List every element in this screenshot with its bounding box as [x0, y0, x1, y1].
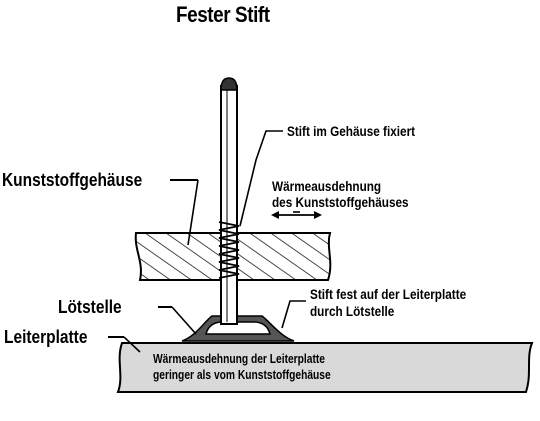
diagram-title: Fester Stift — [176, 2, 270, 27]
leader-solder-diag — [171, 306, 197, 335]
label-pin-on-board-2: durch Lötstelle — [310, 303, 395, 319]
label-expansion-housing-2: des Kunststoffgehäuses — [272, 194, 409, 210]
expansion-arrows — [271, 211, 322, 219]
label-expansion-housing-1: Wärmeausdehnung — [272, 178, 382, 194]
pin-body — [220, 85, 238, 325]
label-solder-joint: Lötstelle — [58, 297, 122, 317]
label-board-expansion-1: Wärmeausdehnung der Leiterplatte — [153, 352, 326, 366]
leader-board-diag — [123, 336, 141, 353]
leader-pin-on-board — [281, 300, 306, 329]
label-housing: Kunststoffgehäuse — [2, 170, 143, 190]
label-pin-fixed-in-housing: Stift im Gehäuse fixiert — [287, 123, 416, 139]
pin-tip — [220, 77, 238, 91]
pin-knurl — [218, 221, 240, 279]
circuit-board-shape — [116, 342, 534, 393]
label-pin-on-board-1: Stift fest auf der Leiterplatte — [310, 286, 467, 302]
label-board-expansion-2: geringer als vom Kunststoffgehäuse — [153, 368, 331, 382]
leader-pin-fixed — [239, 130, 283, 227]
label-circuit-board: Leiterplatte — [4, 327, 88, 347]
leader-housing-diag — [187, 179, 199, 246]
